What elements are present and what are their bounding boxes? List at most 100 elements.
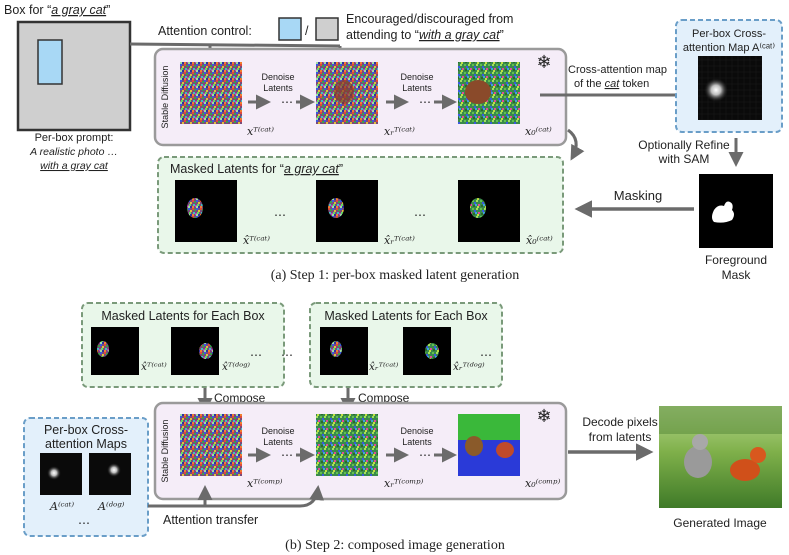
attention-hotspot (704, 78, 728, 102)
snowflake-icon-2: ❄ (536, 406, 551, 426)
cat-mask-shape (712, 201, 734, 223)
attention-transfer-arrow-2 (299, 485, 325, 508)
encouraged-swatch (278, 17, 302, 41)
latent-label-x0: x₀⁽ᶜᵃᵗ⁾ (525, 125, 552, 138)
masking-label: Masking (614, 188, 662, 203)
generated-dog-head (750, 447, 766, 463)
left-dog-noise (199, 343, 213, 359)
cross-attention-line2: of the cat token (574, 78, 649, 90)
per-box-prompt-title: Per-box prompt: (35, 132, 114, 144)
compose-label-2: Compose (358, 391, 410, 405)
masked-label-xT: x̂ᵀ⁽ᶜᵃᵗ⁾ (243, 234, 270, 247)
denoise-label-2b: Latents (402, 83, 432, 93)
decode-line1: Decode pixels (582, 415, 657, 429)
per-box-maps-line1: Per-box Cross- (44, 423, 128, 437)
masked-latent-xT (175, 180, 237, 242)
right-cat-noise (330, 341, 342, 357)
cat-silhouette (334, 80, 354, 104)
decode-line2: from latents (589, 430, 652, 444)
masked-label-xrT: x̂ᵣᵀ⁽ᶜᵃᵗ⁾ (384, 234, 415, 247)
per-box-prompt-line1: A realistic photo … (29, 146, 118, 158)
denoise-label-1a: Denoise (261, 72, 294, 82)
cross-attention-line1: Cross-attention map (568, 64, 667, 76)
comp-label-xT: xᵀ⁽ᶜᵒᵐᵖ⁾ (247, 477, 283, 490)
latent-label-xrT: xᵣᵀ⁽ᶜᵃᵗ⁾ (384, 125, 415, 138)
right-ellipsis: ⋯ (480, 348, 492, 362)
attention-map-dog-hotspot (107, 463, 121, 477)
panel-down-curve-arrow (567, 128, 585, 161)
step1-caption: (a) Step 1: per-box masked latent genera… (271, 268, 520, 283)
denoise2-label-1b: Latents (263, 437, 293, 447)
step1-group: Box for “a gray cat” Per-box prompt: A r… (4, 3, 783, 283)
cross-map-title-line1: Per-box Cross- (692, 28, 766, 40)
latent-label-xT: xᵀ⁽ᶜᵃᵗ⁾ (247, 125, 274, 138)
step2-group: Masked Latents for Each Box x̂ᵀ⁽ᶜᵃᵗ⁾ x̂ᵀ… (23, 302, 782, 553)
latent-xT-cat (180, 62, 242, 124)
refine-line2: with SAM (658, 152, 710, 166)
masked-cat-noise-2 (328, 198, 344, 218)
step2-caption: (b) Step 2: composed image generation (285, 538, 505, 553)
map-label-cat: A⁽ᶜᵃᵗ⁾ (49, 500, 74, 513)
masked-label-x0: x̂₀⁽ᶜᵃᵗ⁾ (526, 234, 553, 247)
attention-transfer-label: Attention transfer (163, 513, 258, 527)
right-label-dog: x̂ᵣᵀ⁽ᵈᵒᵍ⁾ (453, 361, 485, 373)
comp-latent-xT (180, 414, 242, 476)
per-box-prompt-line2: with a gray cat (40, 160, 109, 172)
masked-ellipsis-1: ⋯ (274, 208, 286, 222)
slash: / (305, 24, 309, 38)
denoise-label-2a: Denoise (400, 72, 433, 82)
generated-image-label: Generated Image (673, 516, 767, 530)
sd-label-step1: Stable Diffusion (160, 66, 170, 129)
denoise2-label-2a: Denoise (400, 426, 433, 436)
masked-latent-x0 (458, 180, 520, 242)
masked-latent-xrT (316, 180, 378, 242)
denoise2-label-1a: Denoise (261, 426, 294, 436)
compose-label-1: Compose (214, 391, 266, 405)
right-masked-cat (320, 327, 368, 375)
generated-image-trees (659, 406, 782, 434)
denoise2-ellipsis-2: ⋯ (419, 448, 431, 462)
masked-each-box-right-title: Masked Latents for Each Box (324, 309, 488, 323)
attention-control-label: Attention control: (158, 24, 252, 38)
generated-cat (684, 446, 712, 478)
masked-each-box-left-title: Masked Latents for Each Box (101, 309, 265, 323)
discouraged-swatch (315, 17, 339, 41)
cat-box-region (37, 39, 63, 85)
denoise-label-1b: Latents (263, 83, 293, 93)
left-label-dog: x̂ᵀ⁽ᵈᵒᵍ⁾ (222, 361, 250, 373)
left-label-cat: x̂ᵀ⁽ᶜᵃᵗ⁾ (141, 361, 167, 373)
left-ellipsis: ⋯ (250, 348, 262, 362)
maps-ellipsis: ⋯ (78, 516, 90, 530)
cat-silhouette-final (465, 80, 491, 104)
cross-map-title-line2: attention Map A⁽ᶜᵃᵗ⁾ (683, 42, 776, 54)
masked-cat-noise-3 (470, 198, 486, 218)
per-box-maps-line2: attention Maps (45, 437, 127, 451)
comp-dog-blob (496, 442, 514, 458)
snowflake-icon: ❄ (536, 52, 551, 72)
ellipsis-1a: ⋯ (281, 95, 293, 109)
sd-label-step2: Stable Diffusion (160, 420, 170, 483)
comp-latent-x0-top (458, 414, 520, 440)
generated-cat-head (692, 434, 708, 450)
right-label-cat: x̂ᵣᵀ⁽ᶜᵃᵗ⁾ (369, 361, 399, 373)
comp-label-xrT: xᵣᵀ⁽ᶜᵒᵐᵖ⁾ (384, 477, 424, 490)
comp-label-x0: x₀⁽ᶜᵒᵐᵖ⁾ (525, 477, 561, 490)
generated-dog (730, 459, 760, 481)
encouraged-line2: attending to “with a gray cat” (346, 28, 504, 42)
attention-map-cat (40, 453, 82, 495)
gray-box-canvas (16, 20, 132, 132)
denoise2-ellipsis-1: ⋯ (281, 448, 293, 462)
foreground-line1: Foreground (705, 253, 767, 267)
masked-ellipsis-2: ⋯ (414, 208, 426, 222)
comp-latent-xrT (316, 414, 378, 476)
foreground-mask-image (699, 174, 773, 248)
per-box-maps-panel (23, 417, 149, 537)
masked-latents-title: Masked Latents for “a gray cat” (170, 162, 343, 176)
foreground-line2: Mask (722, 268, 752, 282)
denoise2-label-2b: Latents (402, 437, 432, 447)
box-to-panel-line (129, 42, 341, 48)
attention-map-cat-hotspot (47, 466, 61, 480)
box-prompt-label: Box for “a gray cat” (4, 3, 110, 17)
encouraged-line1: Encouraged/discouraged from (346, 12, 513, 26)
